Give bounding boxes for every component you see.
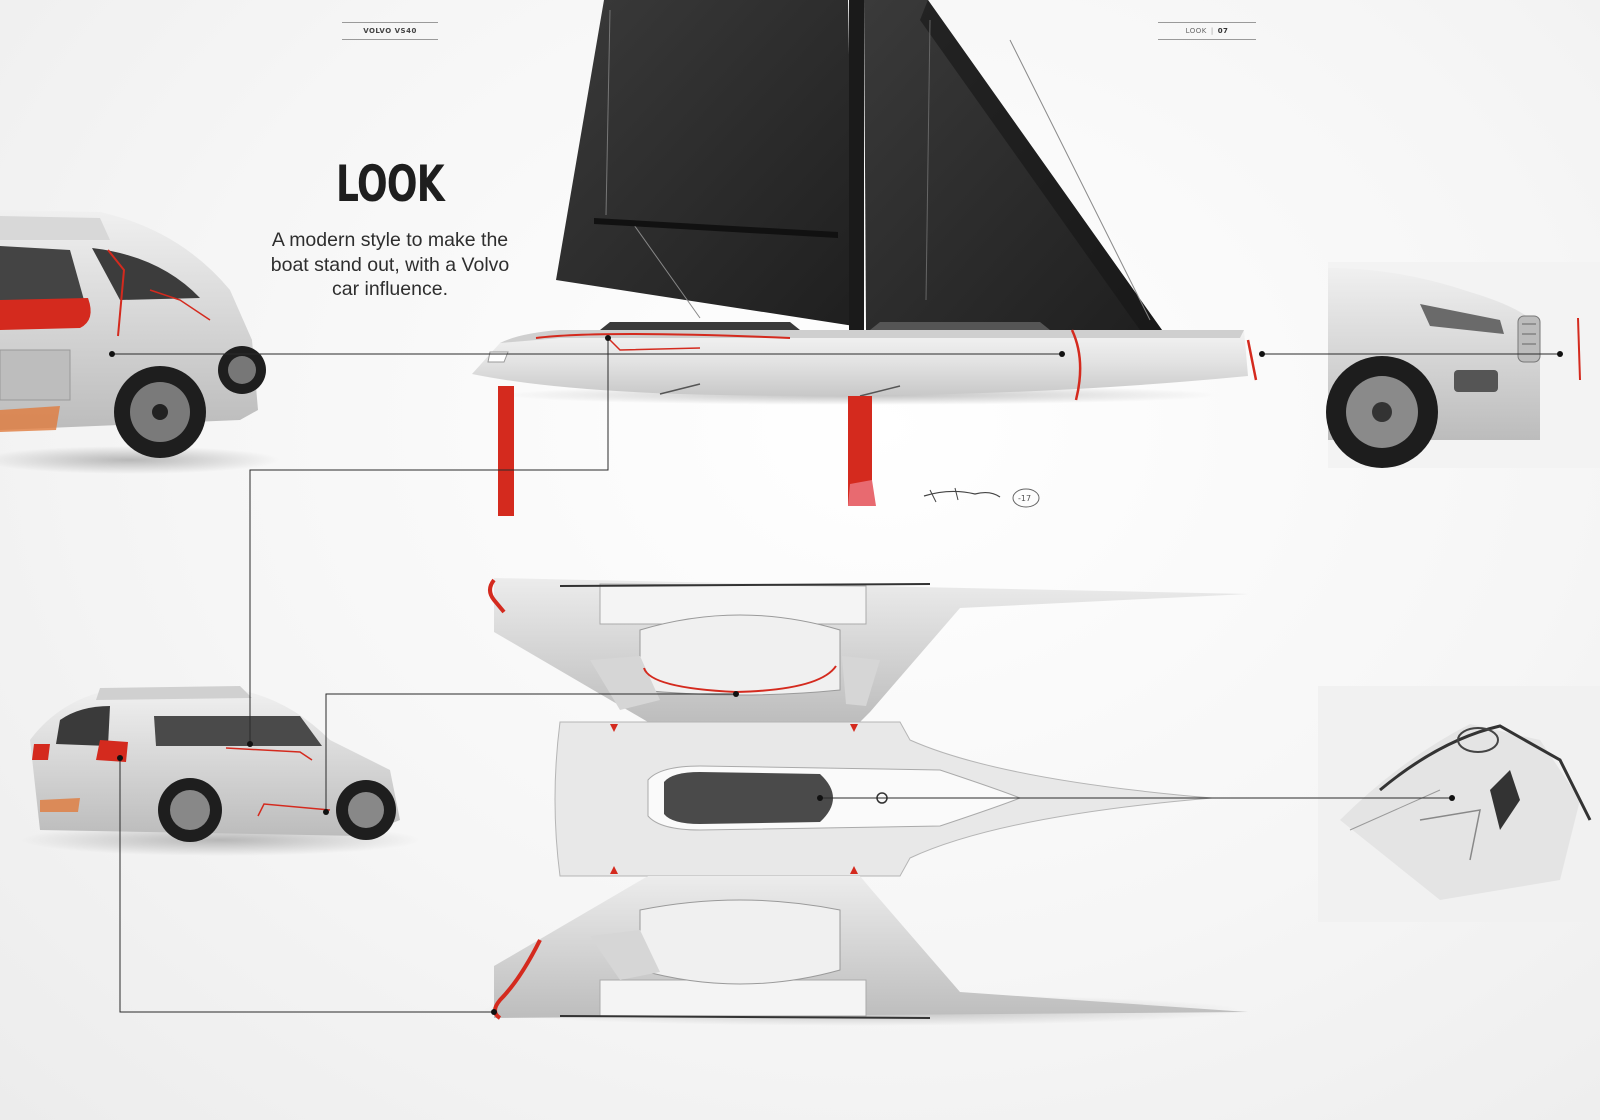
- connector-dots: [109, 335, 1563, 1015]
- cockpit-sketch: [1318, 686, 1600, 922]
- foil-front: [498, 386, 514, 516]
- signature: -17: [923, 487, 1040, 508]
- header-page-number: 07: [1217, 27, 1229, 35]
- page-description: A modern style to make the boat stand ou…: [270, 229, 510, 300]
- hull-side-view: [472, 322, 1258, 516]
- signature-year: -17: [1018, 494, 1031, 503]
- car-front-view: [1326, 262, 1600, 468]
- page-title: LOOK: [336, 155, 445, 213]
- header-right-label: LOOK|07: [1158, 22, 1256, 40]
- header-separator: |: [1210, 27, 1214, 35]
- mast: [849, 0, 864, 330]
- sail: [556, 0, 1162, 330]
- header-section: LOOK: [1185, 27, 1207, 35]
- connector-lines: [112, 338, 1560, 1013]
- header-left-label: VOLVO VS40: [342, 22, 438, 40]
- car-three-quarter-view: [20, 686, 420, 856]
- hull-top-view: [480, 578, 1248, 1026]
- car-rear-view: [0, 210, 280, 474]
